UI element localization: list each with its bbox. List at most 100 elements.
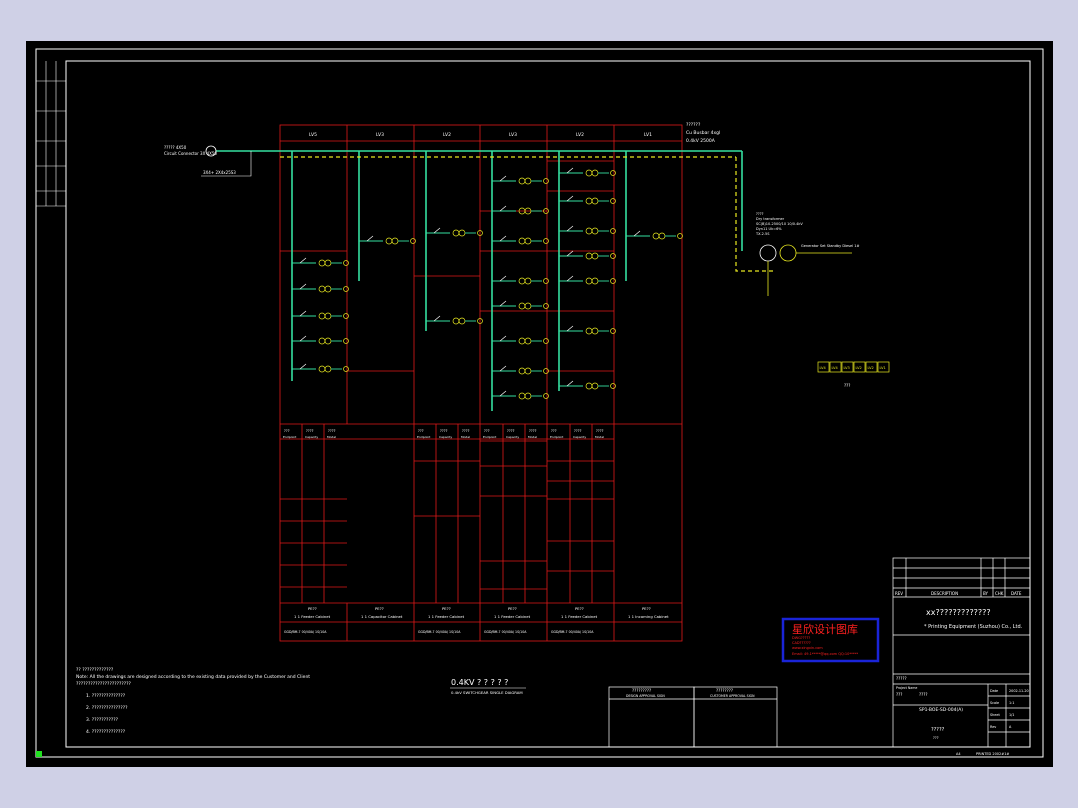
- legend-box: [829, 361, 842, 373]
- cabinet-model: GGD/BM-7 00/40A/ 1S/10A: [484, 630, 527, 634]
- legend-label: LV4: [832, 366, 839, 370]
- cabinet-name: 1 1 Feeder Cabinet: [294, 614, 331, 619]
- source-node-icon: [205, 145, 217, 157]
- cabinet-code: PE??: [642, 606, 651, 611]
- legend-label: LV1: [880, 366, 886, 370]
- breaker-symbol: [492, 205, 549, 215]
- approval-1-sub: DESIGN APPROVAL SIGN: [626, 694, 665, 698]
- breaker-symbol: [559, 380, 616, 390]
- breaker-symbol: [626, 230, 683, 240]
- cabinet-code: PE??: [508, 606, 517, 611]
- incoming-note-3: 0.4kV 2500A: [686, 138, 716, 144]
- breaker-symbol: [559, 195, 616, 205]
- legend-label: LV3: [844, 366, 850, 370]
- client-name-cn: xx?????????????: [926, 608, 991, 617]
- legend-label: LV4: [820, 366, 827, 370]
- breaker-symbol: [492, 175, 549, 185]
- cabinet-model: GGD/BM-7 00/40A/ 1S/10A: [284, 630, 327, 634]
- cell-label: LV3: [376, 132, 384, 138]
- breaker-symbol: [292, 310, 349, 320]
- table-subheader: Endpoint: [550, 435, 564, 439]
- legend-box: [817, 361, 830, 373]
- breaker-symbol: [492, 235, 549, 245]
- cabinet-model: GGD/BM-7 00/40A/ 1S/10A: [551, 630, 594, 634]
- breaker-symbol: [559, 275, 616, 285]
- table-subheader: Endpoint: [417, 435, 431, 439]
- watermark-line-2: CAD??????: [792, 641, 811, 645]
- legend-label: LV2: [868, 366, 874, 370]
- cell-label: LV2: [576, 132, 584, 138]
- table-header: ???: [484, 429, 490, 433]
- breaker-symbol: [559, 250, 616, 260]
- corner-marker: [36, 751, 42, 757]
- inner-frame: [65, 60, 1031, 748]
- cable-leader: [201, 151, 252, 177]
- table-header: ????: [596, 429, 604, 433]
- cabinet-code: PE??: [375, 606, 384, 611]
- drawing-name: ????: [919, 692, 928, 697]
- source-label: ????? 4X50: [164, 145, 187, 150]
- breaker-symbol: [559, 167, 616, 177]
- outer-frame: [35, 48, 1044, 758]
- legend-boxes: LV4 LV4 LV3 LV2 LV2 LV1: [817, 361, 890, 373]
- generator-note: Generator Set Standby Diesel 1#: [801, 244, 859, 248]
- title-block-value: 1:1: [1009, 701, 1014, 705]
- title-block-value: 1/1: [1009, 713, 1014, 717]
- cable-note: 3X4+ 2X4x25S3: [203, 170, 236, 175]
- project-label: ?????: [896, 676, 907, 681]
- title-block-label: Scale: [990, 701, 999, 705]
- table-header: ????: [574, 429, 582, 433]
- table-header: ????: [306, 429, 314, 433]
- breaker-symbol: [426, 227, 483, 237]
- drawing-title: 0.4KV ? ? ? ? ?: [451, 678, 508, 687]
- drawing-label: ???: [896, 692, 902, 697]
- incoming-note-2: Cu Busbar 4xgl: [686, 130, 720, 136]
- main-busbar: [216, 150, 743, 411]
- table-header: ???: [551, 429, 557, 433]
- left-revision-strip: [36, 61, 66, 207]
- switchgear-table: [279, 124, 683, 642]
- breaker-symbol: [492, 365, 549, 375]
- cell-label: LV5: [309, 132, 317, 138]
- watermark-line-1: DWG?????: [792, 636, 810, 640]
- notes-line1: Note: All the drawings are designed acco…: [76, 674, 310, 680]
- legend-label: LV2: [856, 366, 862, 370]
- transformer-note-2: Dry transformer: [756, 217, 785, 221]
- cabinet-code: PE??: [308, 606, 317, 611]
- cabinet-code: PE??: [442, 606, 451, 611]
- legend-box: [877, 361, 890, 373]
- breaker-symbol: [559, 225, 616, 235]
- table-header: ???: [284, 429, 290, 433]
- table-subheader: Capacity: [439, 435, 452, 439]
- title-block-value: 2002-11-20: [1009, 689, 1029, 693]
- approval-block: [608, 686, 778, 748]
- notes-line2: ???????????????????????: [76, 681, 132, 687]
- transformer-note-4: Dyn11 Uk=6%: [756, 227, 782, 231]
- notes-item-2: 2. ???????????????: [86, 705, 128, 711]
- print-note: PRINTED 2002#1#: [976, 752, 1009, 756]
- title-block-label: Rev: [990, 725, 996, 729]
- watermark-line-4: Email: 49.1*****@qq.com QQ:10*****: [792, 652, 858, 656]
- transformer-note-3: SC(B)10-2500/10 10/0.4kV: [756, 222, 803, 226]
- breaker-symbol: [559, 325, 616, 335]
- approval-2-title: ????????: [716, 688, 733, 693]
- sheet-title: ?????: [931, 727, 945, 733]
- table-subheader: Capacity: [305, 435, 318, 439]
- table-subheader: Capacity: [506, 435, 519, 439]
- print-size: A4: [956, 752, 961, 756]
- revision-header: DESCRIPTION: [931, 591, 958, 596]
- drawing-subtitle: 0.4kV SWITCHGEAR SINGLE DIAGRAM: [451, 690, 523, 695]
- approval-2-sub: CUSTOMER APPROVAL SIGN: [710, 694, 755, 698]
- table-header: ????: [328, 429, 336, 433]
- breaker-symbol: [359, 235, 416, 245]
- table-header: ????: [507, 429, 515, 433]
- table-subheader: Model: [461, 435, 470, 439]
- cabinet-model: GGD/BM-7 00/40A/ 1S/10A: [418, 630, 461, 634]
- cabinet-name: 1 1 Capacitor Cabinet: [361, 614, 403, 619]
- watermark-title: 星欣设计图库: [792, 622, 858, 636]
- notes-item-1: 1. ??????????????: [86, 693, 126, 699]
- cabinet-code: PE??: [575, 606, 584, 611]
- revision-header: DATE: [1011, 591, 1022, 596]
